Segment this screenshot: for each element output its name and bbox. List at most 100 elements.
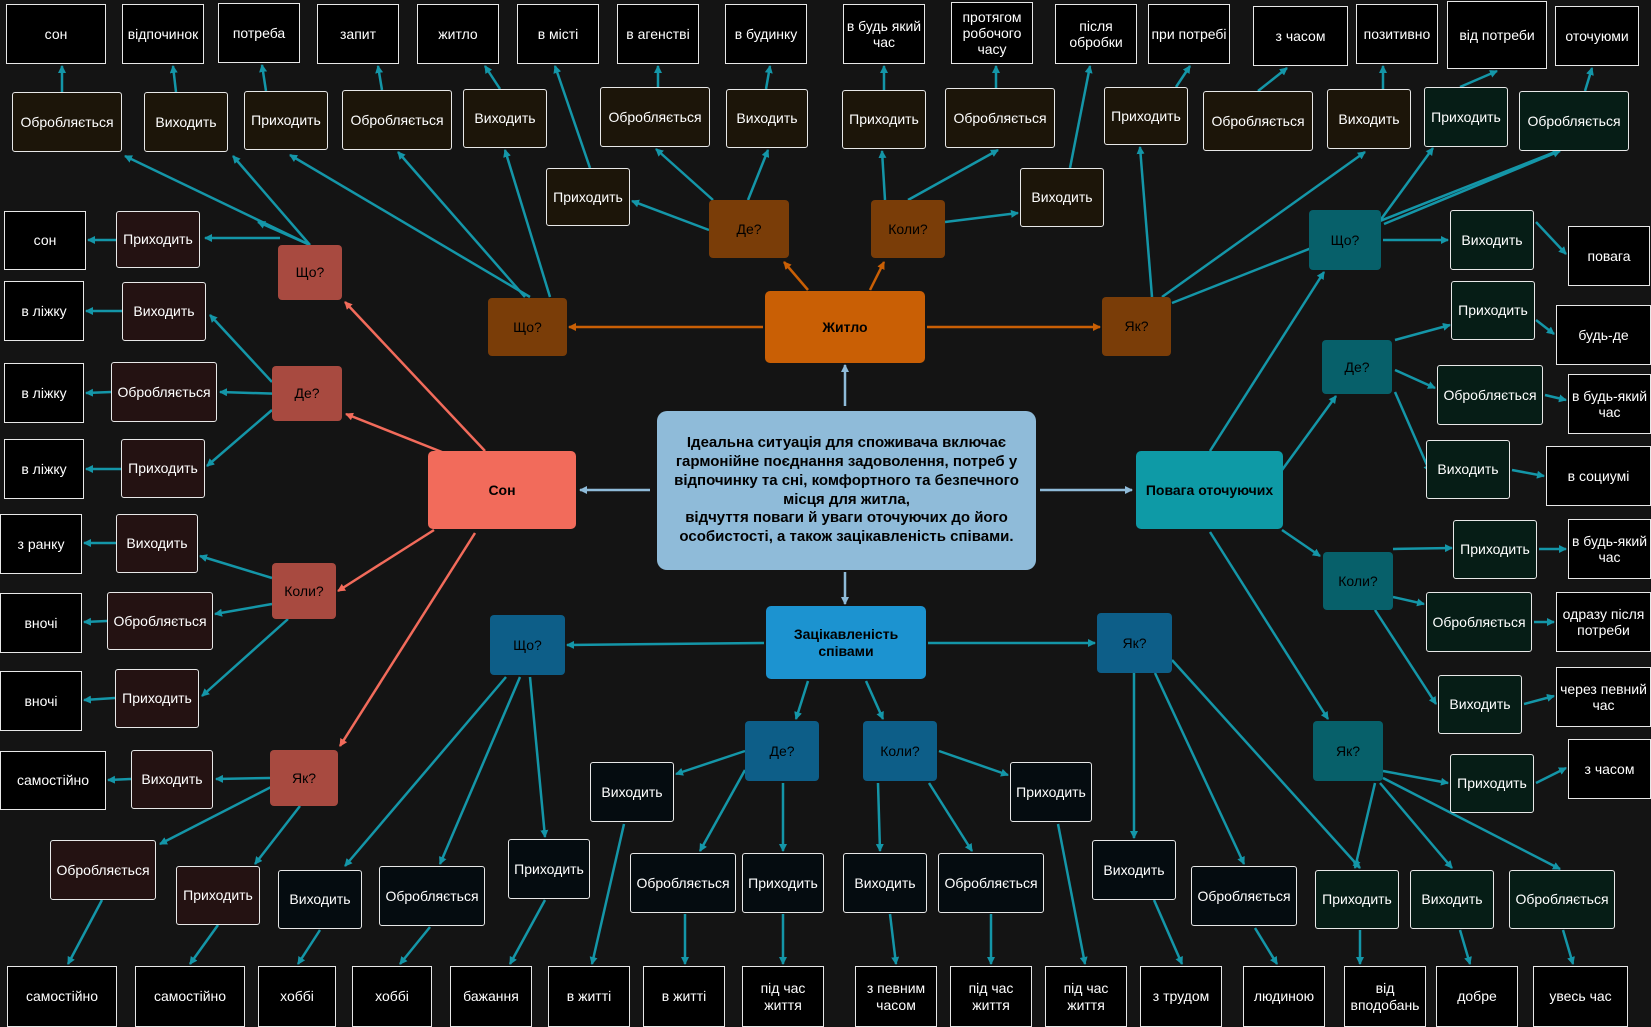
question-spivy-koly[interactable]: Коли? [863, 721, 937, 781]
action-node[interactable]: Приходить [1451, 281, 1535, 340]
leaf-node[interactable]: бажання [450, 966, 532, 1027]
question-povaga-de[interactable]: Де? [1322, 340, 1392, 394]
question-zhytlo-de[interactable]: Де? [709, 200, 789, 258]
leaf-node[interactable]: при потребі [1148, 4, 1230, 64]
action-node[interactable]: Виходить [116, 514, 198, 573]
action-node[interactable]: Приходить [1315, 870, 1399, 929]
action-node[interactable]: Обробляється [1426, 592, 1532, 652]
action-node[interactable]: Приходить [1450, 754, 1534, 813]
leaf-node[interactable]: з певним часом [855, 966, 937, 1027]
action-node[interactable]: Виходить [1092, 840, 1176, 900]
leaf-node[interactable]: вночі [0, 593, 82, 653]
leaf-node[interactable]: в місті [517, 4, 599, 64]
action-node[interactable]: Обробляється [630, 853, 736, 913]
leaf-node[interactable]: протягом робочого часу [951, 2, 1033, 64]
action-node[interactable]: Обробляється [600, 87, 710, 147]
action-node[interactable]: Виходить [1410, 870, 1494, 929]
question-spivy-yak[interactable]: Як? [1097, 613, 1172, 673]
leaf-node[interactable]: позитивно [1356, 4, 1438, 64]
leaf-node[interactable]: людиною [1243, 966, 1325, 1027]
action-node[interactable]: Приходить [115, 669, 199, 728]
question-zhytlo-yak[interactable]: Як? [1102, 297, 1171, 356]
main-node-son[interactable]: Сон [428, 451, 576, 529]
leaf-node[interactable]: під час життя [742, 966, 824, 1027]
leaf-node[interactable]: в житті [643, 966, 725, 1027]
main-node-zhytlo[interactable]: Житло [765, 291, 925, 363]
question-son-shcho[interactable]: Що? [278, 245, 342, 300]
question-son-koly[interactable]: Коли? [272, 563, 336, 619]
leaf-node[interactable]: з часом [1253, 6, 1348, 66]
question-povaga-shcho[interactable]: Що? [1309, 210, 1381, 270]
main-node-povaga[interactable]: Повага оточуючих [1136, 451, 1283, 529]
leaf-node[interactable]: в будинку [725, 4, 807, 64]
leaf-node[interactable]: в будь який час [843, 4, 925, 64]
leaf-node[interactable]: від вподобань [1344, 966, 1426, 1027]
action-node[interactable]: Приходить [508, 839, 590, 899]
action-node[interactable]: Обробляється [12, 92, 122, 152]
leaf-node[interactable]: відпочинок [122, 4, 204, 64]
action-node[interactable]: Обробляється [938, 853, 1044, 913]
action-node[interactable]: Виходить [726, 89, 808, 148]
leaf-node[interactable]: запит [317, 4, 399, 64]
question-son-de[interactable]: Де? [272, 366, 342, 421]
leaf-node[interactable]: після обробки [1055, 4, 1137, 64]
leaf-node[interactable]: в ліжку [4, 281, 84, 341]
action-node[interactable]: Приходить [1104, 87, 1188, 145]
action-node[interactable]: Обробляється [1437, 365, 1543, 425]
action-node[interactable]: Обробляється [111, 362, 217, 422]
action-node[interactable]: Приходить [176, 866, 260, 925]
action-node[interactable]: Обробляється [342, 90, 452, 150]
leaf-node[interactable]: в ліжку [4, 363, 84, 423]
question-zhytlo-shcho[interactable]: Що? [488, 298, 567, 356]
question-povaga-koly[interactable]: Коли? [1323, 552, 1393, 610]
action-node[interactable]: Приходить [116, 211, 200, 268]
leaf-node[interactable]: з ранку [0, 514, 82, 574]
action-node[interactable]: Приходить [1010, 762, 1092, 822]
action-node[interactable]: Приходить [121, 439, 205, 498]
action-node[interactable]: Обробляється [1203, 91, 1313, 151]
question-spivy-shcho[interactable]: Що? [490, 615, 565, 675]
question-spivy-de[interactable]: Де? [745, 721, 819, 781]
action-node[interactable]: Приходить [742, 853, 824, 913]
leaf-node[interactable]: хоббі [258, 966, 336, 1027]
action-node[interactable]: Обробляється [945, 88, 1055, 148]
action-node[interactable]: Виходить [131, 750, 213, 809]
leaf-node[interactable]: під час життя [950, 966, 1032, 1027]
leaf-node[interactable]: житло [417, 4, 499, 64]
leaf-node[interactable]: в ліжку [4, 439, 84, 499]
leaf-node[interactable]: вночі [0, 671, 82, 731]
leaf-node[interactable]: в будь-який час [1568, 374, 1651, 434]
leaf-node[interactable]: одразу після потреби [1556, 592, 1651, 652]
action-node[interactable]: Обробляється [1191, 866, 1297, 926]
leaf-node[interactable]: добре [1436, 966, 1518, 1027]
leaf-node[interactable]: в будь-який час [1568, 519, 1651, 579]
leaf-node[interactable]: в социумі [1546, 446, 1651, 506]
action-node[interactable]: Обробляється [107, 592, 213, 650]
leaf-node[interactable]: в житті [548, 966, 630, 1027]
action-node[interactable]: Виходить [843, 853, 927, 913]
action-node[interactable]: Приходить [1424, 87, 1508, 147]
leaf-node[interactable]: з трудом [1140, 966, 1222, 1027]
action-node[interactable]: Приходить [1453, 520, 1537, 579]
leaf-node[interactable]: самостійно [135, 966, 245, 1027]
action-node[interactable]: Виходить [1020, 168, 1104, 227]
action-node[interactable]: Виходить [144, 92, 228, 152]
center-topic[interactable]: Ідеальна ситуація для споживача включає … [657, 411, 1036, 570]
leaf-node[interactable]: від потреби [1447, 1, 1547, 69]
action-node[interactable]: Виходить [590, 762, 674, 822]
question-zhytlo-koly[interactable]: Коли? [871, 200, 945, 258]
action-node[interactable]: Виходить [1450, 210, 1534, 270]
action-node[interactable]: Приходить [546, 168, 630, 226]
main-node-spivy[interactable]: Зацікавленість співами [766, 606, 926, 679]
leaf-node[interactable]: увесь час [1533, 966, 1628, 1027]
leaf-node[interactable]: будь-де [1556, 305, 1651, 365]
action-node[interactable]: Виходить [463, 89, 547, 148]
leaf-node[interactable]: з часом [1568, 739, 1651, 799]
action-node[interactable]: Виходить [1426, 440, 1510, 499]
action-node[interactable]: Обробляється [50, 840, 156, 900]
action-node[interactable]: Виходить [1327, 89, 1411, 149]
action-node[interactable]: Обробляється [1509, 870, 1615, 929]
action-node[interactable]: Виходить [1438, 675, 1522, 734]
leaf-node[interactable]: сон [6, 4, 106, 64]
leaf-node[interactable]: під час життя [1045, 966, 1127, 1027]
